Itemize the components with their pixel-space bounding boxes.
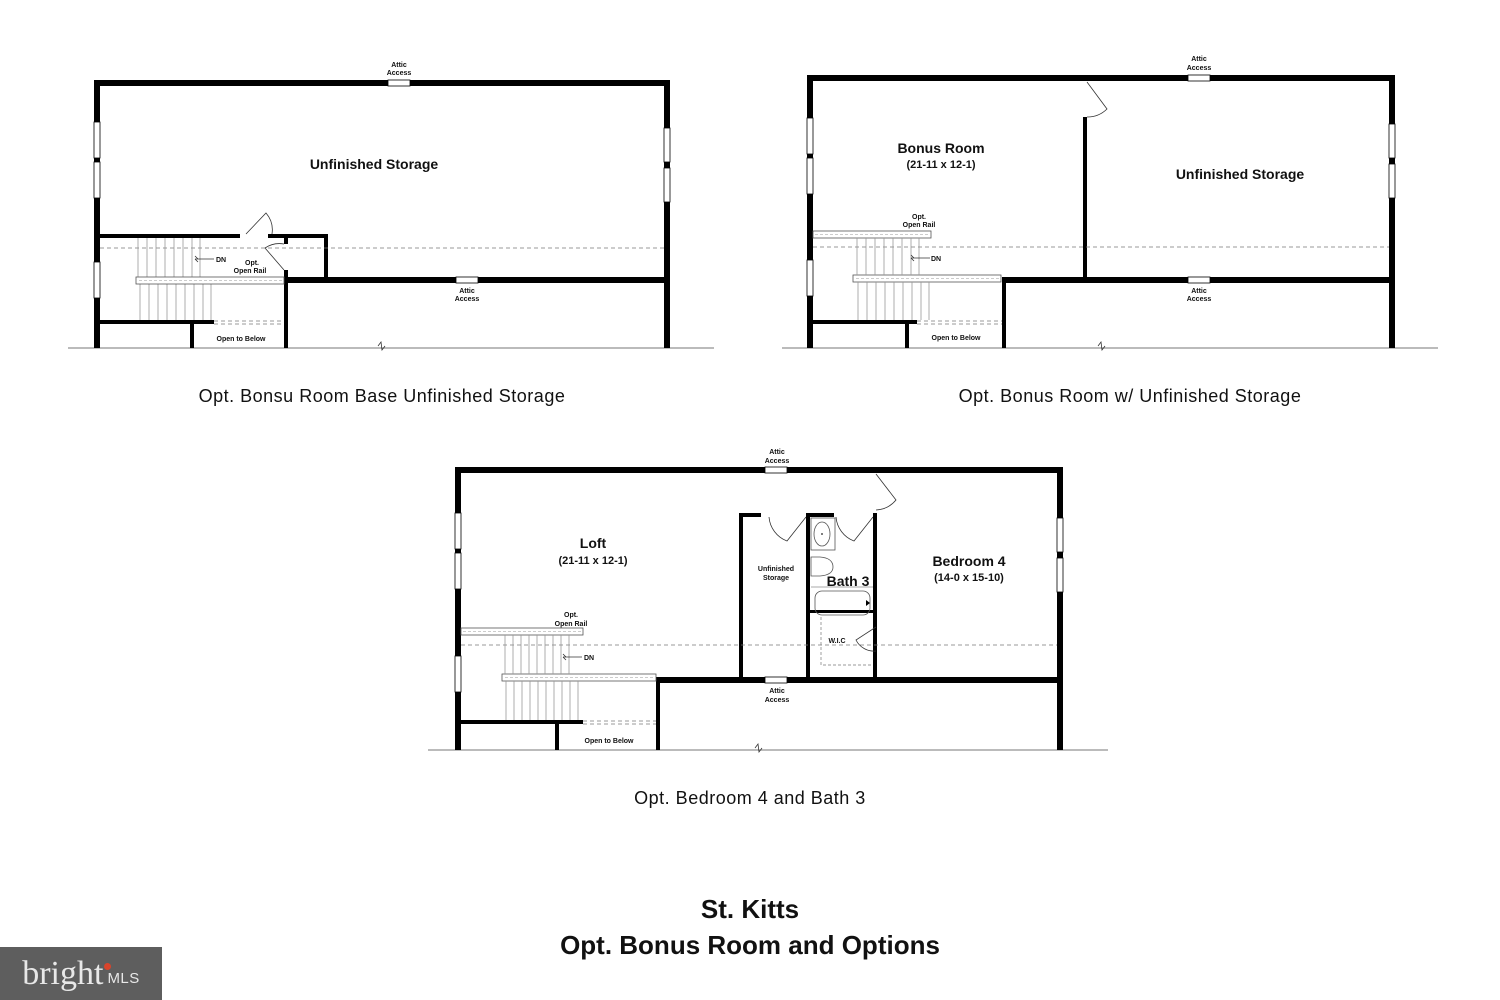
svg-text:Open to Below: Open to Below bbox=[585, 738, 635, 745]
logo-suffix: MLS bbox=[107, 970, 140, 987]
room-label: Bonus Room bbox=[897, 140, 984, 156]
svg-text:Unfinished: Unfinished bbox=[758, 566, 794, 573]
svg-text:Open Rail: Open Rail bbox=[903, 222, 936, 229]
svg-text:Access: Access bbox=[387, 70, 412, 77]
svg-text:DN: DN bbox=[584, 655, 594, 662]
svg-text:Open to Below: Open to Below bbox=[217, 336, 267, 343]
svg-text:DN: DN bbox=[931, 256, 941, 263]
svg-text:Access: Access bbox=[765, 458, 790, 465]
plan-caption: Opt. Bedroom 4 and Bath 3 bbox=[634, 788, 866, 808]
room-label: Unfinished Storage bbox=[1176, 166, 1305, 182]
svg-text:Attic: Attic bbox=[769, 688, 785, 695]
logo-accent-dot bbox=[104, 963, 111, 970]
bright-mls-logo: bright MLS bbox=[0, 947, 162, 1000]
svg-text:Access: Access bbox=[455, 296, 480, 303]
svg-text:(21-11 x 12-1): (21-11 x 12-1) bbox=[906, 159, 975, 171]
attic-access-label: Attic bbox=[391, 62, 407, 69]
svg-text:Storage: Storage bbox=[763, 575, 789, 582]
svg-text:Opt.: Opt. bbox=[912, 214, 926, 221]
svg-text:Attic: Attic bbox=[1191, 56, 1207, 63]
svg-text:Attic: Attic bbox=[769, 449, 785, 456]
svg-text:Opt.: Opt. bbox=[564, 612, 578, 619]
floor-plan-bonus-room: Attic Access Bonus Room (21-11 x 12-1) U… bbox=[782, 56, 1438, 352]
room-label: Bedroom 4 bbox=[932, 553, 1005, 569]
plan-title: St. Kitts bbox=[700, 894, 800, 924]
svg-text:Open to Below: Open to Below bbox=[932, 335, 982, 342]
plan-caption: Opt. Bonus Room w/ Unfinished Storage bbox=[958, 386, 1302, 406]
svg-text:Access: Access bbox=[765, 697, 790, 704]
floor-plan-base-unfinished-storage: Attic Access Unfinished Storage DN Opt. … bbox=[68, 62, 714, 352]
room-label: Unfinished Storage bbox=[310, 156, 439, 172]
svg-text:Access: Access bbox=[1187, 296, 1212, 303]
svg-text:W.I.C: W.I.C bbox=[828, 638, 845, 645]
svg-text:(21-11 x 12-1): (21-11 x 12-1) bbox=[558, 555, 627, 567]
room-label: Loft bbox=[580, 535, 607, 551]
svg-text:Attic: Attic bbox=[1191, 288, 1207, 295]
svg-text:Opt.: Opt. bbox=[245, 260, 259, 267]
svg-text:DN: DN bbox=[216, 257, 226, 264]
floor-plan-bedroom4-bath3: Attic Access Loft (21-11 x 12-1) Unfinis… bbox=[428, 449, 1108, 754]
logo-brand: bright bbox=[22, 954, 104, 992]
svg-text:(14-0 x 15-10): (14-0 x 15-10) bbox=[934, 572, 1004, 584]
plan-subtitle: Opt. Bonus Room and Options bbox=[560, 930, 940, 960]
svg-text:Attic: Attic bbox=[459, 288, 475, 295]
svg-text:Open Rail: Open Rail bbox=[555, 621, 588, 628]
plan-caption: Opt. Bonsu Room Base Unfinished Storage bbox=[198, 386, 566, 406]
room-label: Bath 3 bbox=[827, 573, 870, 589]
svg-text:Access: Access bbox=[1187, 65, 1212, 72]
svg-text:Open Rail: Open Rail bbox=[234, 268, 267, 275]
